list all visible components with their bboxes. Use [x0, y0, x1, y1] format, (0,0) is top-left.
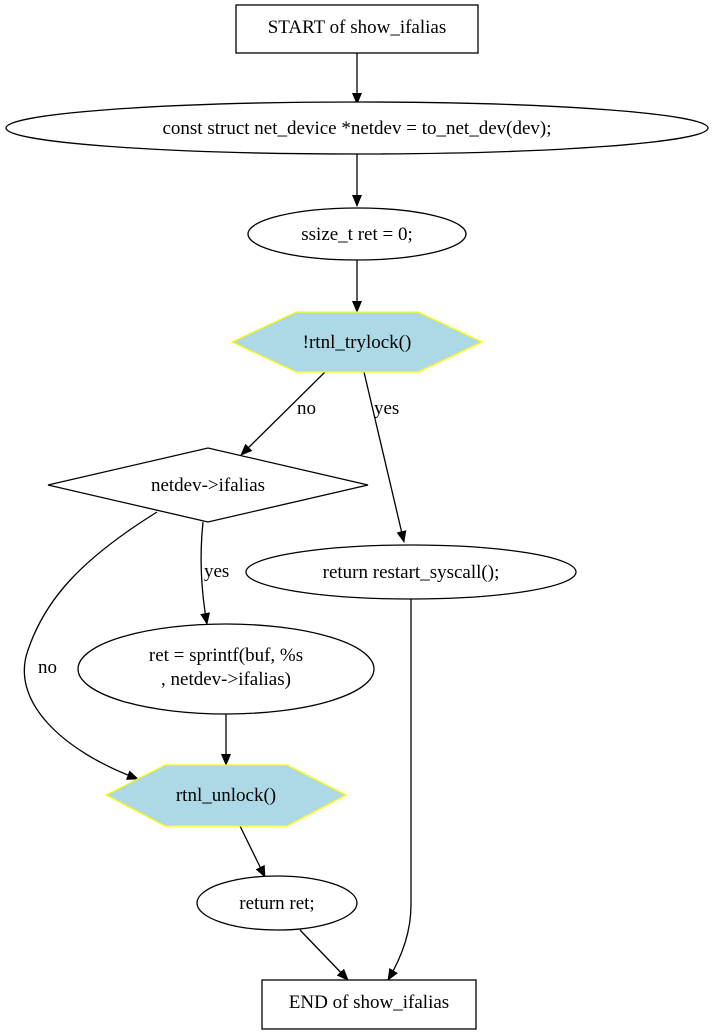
unlock-hexagon	[104, 764, 348, 827]
edge-trylock-yes	[363, 371, 407, 543]
node-unlock: rtnl_unlock()	[104, 764, 348, 827]
node-restart: return restart_syscall();	[245, 544, 577, 600]
end-label: END of show_ifalias	[289, 992, 449, 1013]
ifalias-diamond	[47, 447, 369, 523]
end-box	[261, 979, 477, 1030]
sprintf-label-line1: ret = sprintf(buf, %s	[149, 645, 303, 666]
trylock-yes-label: yes	[374, 398, 399, 419]
sprintf-label-line2: , netdev->ifalias)	[161, 669, 291, 690]
trylock-no-label: no	[297, 398, 316, 419]
node-end: END of show_ifalias	[261, 979, 477, 1030]
edge-ifalias-yes	[200, 521, 210, 625]
netdev-decl-ellipse	[5, 101, 709, 155]
start-box	[235, 4, 479, 54]
start-label: START of show_ifalias	[268, 17, 447, 38]
restart-label: return restart_syscall();	[323, 562, 500, 583]
return-ret-label: return ret;	[239, 893, 314, 914]
node-start: START of show_ifalias	[235, 4, 479, 54]
restart-ellipse	[245, 544, 577, 600]
node-trylock: !rtnl_trylock()	[230, 311, 484, 373]
edges	[23, 53, 412, 981]
trylock-hexagon	[230, 311, 484, 373]
edge-ifalias-no	[23, 511, 158, 780]
edge-unlock-to-return	[239, 825, 266, 878]
unlock-label: rtnl_unlock()	[176, 785, 276, 806]
ifalias-yes-label: yes	[204, 561, 229, 582]
edge-trylock-no	[240, 371, 326, 456]
sprintf-ellipse	[77, 623, 375, 715]
ifalias-check-label: netdev->ifalias	[151, 475, 265, 496]
node-netdev-decl: const struct net_device *netdev = to_net…	[5, 101, 709, 155]
node-return-ret: return ret;	[196, 875, 358, 931]
edge-return-to-end	[299, 929, 349, 981]
return-ret-ellipse	[196, 875, 358, 931]
node-ifalias-check: netdev->ifalias	[47, 447, 369, 523]
node-sprintf: ret = sprintf(buf, %s , netdev->ifalias)	[77, 623, 375, 715]
edge-restart-to-end	[387, 598, 412, 981]
node-ret-decl: ssize_t ret = 0;	[247, 207, 467, 261]
ret-decl-label: ssize_t ret = 0;	[301, 224, 413, 245]
trylock-label: !rtnl_trylock()	[303, 332, 412, 353]
netdev-decl-label: const struct net_device *netdev = to_net…	[162, 118, 551, 139]
edge-labels: no yes yes no	[38, 398, 399, 678]
ret-decl-ellipse	[247, 207, 467, 261]
ifalias-no-label: no	[38, 657, 57, 678]
